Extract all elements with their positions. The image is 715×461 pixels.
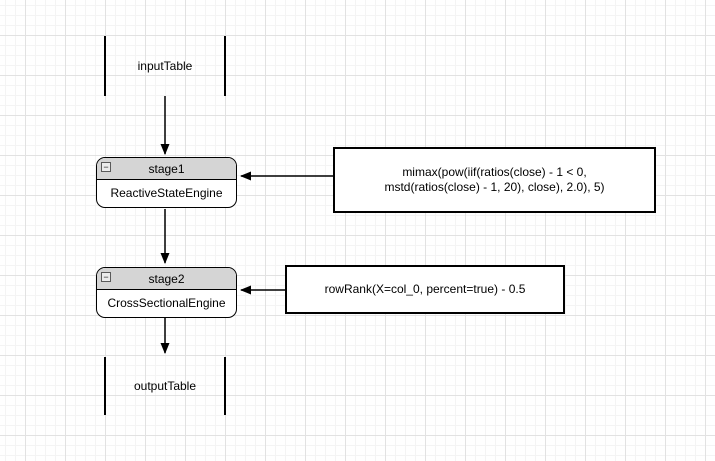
stage1-formula-box[interactable]: mimax(pow(iif(ratios(close) - 1 < 0, mst… (333, 147, 656, 213)
stage2-formula-box[interactable]: rowRank(X=col_0, percent=true) - 0.5 (285, 265, 565, 314)
stage2-title: stage2 (148, 271, 185, 286)
stage1-formula-line2: mstd(ratios(close) - 1, 20), close), 2.0… (384, 180, 605, 194)
stage2-collapse-minus-icon[interactable]: − (101, 272, 111, 282)
output-table-label: outputTable (133, 379, 197, 393)
stage1-header: − stage1 (97, 158, 236, 180)
node-output-table[interactable]: outputTable (104, 357, 226, 415)
stage2-formula-text: rowRank(X=col_0, percent=true) - 0.5 (324, 282, 526, 296)
stage1-engine-label: ReactiveStateEngine (110, 186, 223, 200)
stage2-engine-label: CrossSectionalEngine (107, 296, 226, 310)
stage1-title: stage1 (148, 161, 185, 176)
node-stage1[interactable]: − stage1 ReactiveStateEngine (96, 157, 237, 208)
stage1-formula-line1: mimax(pow(iif(ratios(close) - 1 < 0, (402, 165, 587, 179)
node-stage2[interactable]: − stage2 CrossSectionalEngine (96, 267, 237, 318)
stage2-header: − stage2 (97, 268, 236, 290)
stage1-collapse-minus-icon[interactable]: − (101, 162, 111, 172)
node-input-table[interactable]: inputTable (104, 36, 226, 96)
input-table-label: inputTable (137, 59, 193, 73)
